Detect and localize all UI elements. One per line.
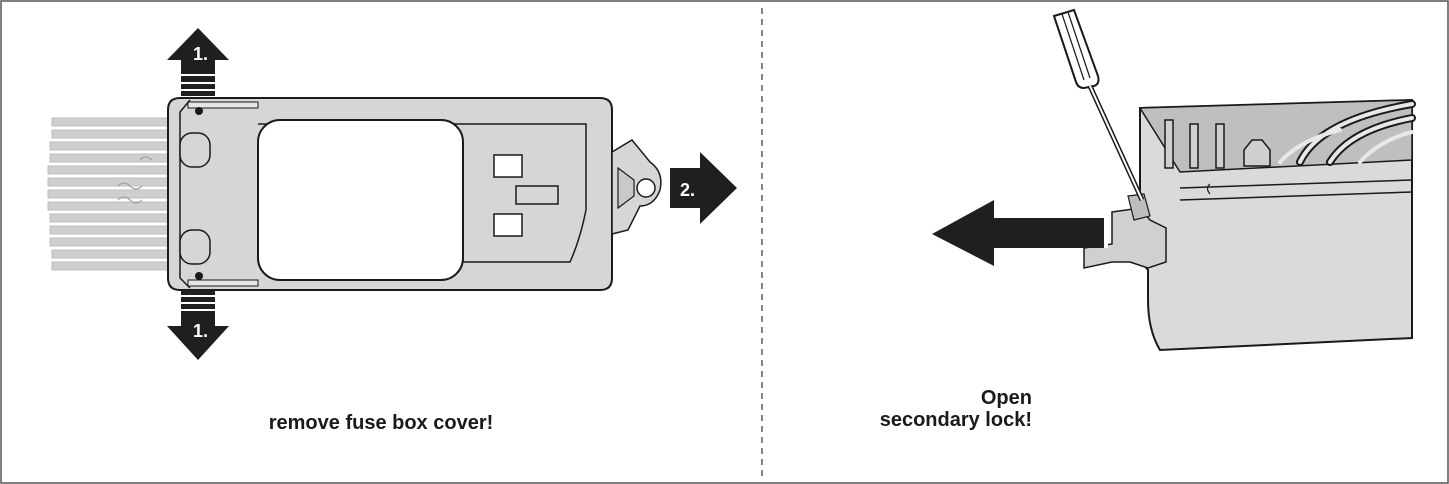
step1-label-top: 1. <box>193 44 208 64</box>
right-caption-line1: Open <box>980 387 1032 409</box>
wire-bundle <box>47 117 173 271</box>
left-caption: remove fuse box cover! <box>268 412 494 434</box>
arrow-step2-right <box>670 152 737 224</box>
left-panel-illustration: 1. 1. 2. <box>47 28 737 360</box>
arrow-step1-up <box>167 28 229 96</box>
arrow-step1-down <box>167 290 229 360</box>
right-panel-illustration <box>932 8 1416 352</box>
cover-window <box>257 119 464 281</box>
arrow-pull-left <box>932 200 1104 266</box>
right-caption-line2: secondary lock! <box>879 409 1032 431</box>
step2-label: 2. <box>680 180 695 200</box>
step1-label-bottom: 1. <box>193 321 208 341</box>
right-caption: Open secondary lock! <box>760 387 1032 431</box>
screwdriver <box>1052 8 1145 202</box>
